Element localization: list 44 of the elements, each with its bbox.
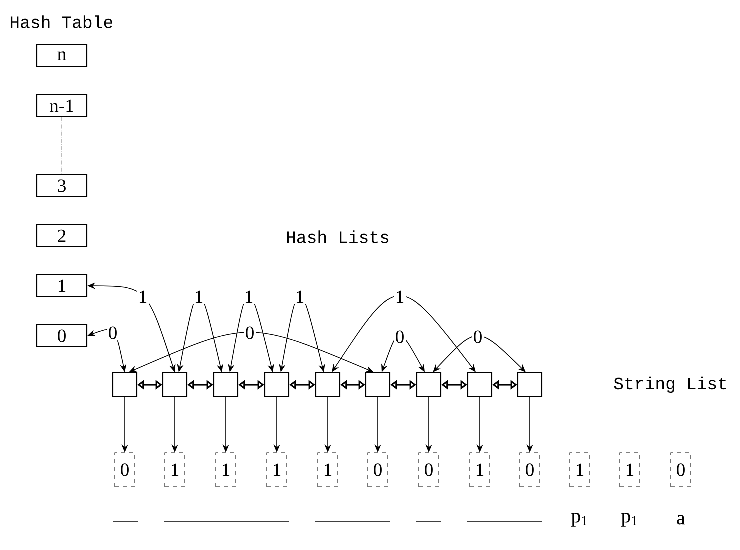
edge-label: 0 xyxy=(244,325,256,341)
string-list-box xyxy=(112,372,138,398)
heading: Hash Lists xyxy=(287,230,389,244)
edge-label: 0 xyxy=(107,325,119,341)
edge-label: 1 xyxy=(137,290,149,304)
bit-box: 0 xyxy=(368,452,388,488)
hash-table-slot: n-1 xyxy=(36,94,88,118)
bit-box: 0 xyxy=(670,452,692,488)
symbol-label: a xyxy=(677,515,686,525)
string-list-box xyxy=(467,372,493,398)
string-list-box xyxy=(264,372,290,398)
edge-label: 1 xyxy=(193,290,205,304)
string-list-box xyxy=(365,372,391,398)
edge-label: 1 xyxy=(394,290,406,304)
bit-box: 1 xyxy=(318,452,338,488)
heading: String List xyxy=(614,376,726,394)
string-list-box xyxy=(315,372,341,398)
edge-label: 0 xyxy=(394,329,406,345)
symbol-label: p$_{1}$ xyxy=(571,513,588,527)
hash-table-slot: 0 xyxy=(36,324,88,348)
string-list-box xyxy=(162,372,188,398)
bit-box: 1 xyxy=(164,452,186,488)
bit-box: 0 xyxy=(114,452,136,488)
linked-arrow xyxy=(433,336,526,372)
bit-box: 1 xyxy=(216,452,236,488)
hash-table-slot: 3 xyxy=(36,174,88,198)
edge-label: 1 xyxy=(243,290,255,304)
bit-box: 1 xyxy=(470,452,490,488)
string-list-box xyxy=(416,372,442,398)
bit-box: 1 xyxy=(570,452,590,488)
hash-table-slot: n xyxy=(36,44,88,68)
bit-box: 1 xyxy=(266,452,288,488)
symbol-label: p$_{1}$ xyxy=(621,513,638,527)
string-list-box xyxy=(213,372,239,398)
bit-box: 1 xyxy=(620,452,640,488)
string-list-box xyxy=(517,372,543,398)
edge-label: 0 xyxy=(472,329,484,345)
bit-box: 0 xyxy=(418,452,440,488)
heading: Hash Table xyxy=(11,16,112,28)
edge-label: 1 xyxy=(294,290,306,304)
hash-table-slot: 1 xyxy=(36,274,88,298)
hash-table-slot: 2 xyxy=(36,224,88,248)
bit-box: 0 xyxy=(520,452,540,488)
linked-arrow xyxy=(332,295,476,372)
